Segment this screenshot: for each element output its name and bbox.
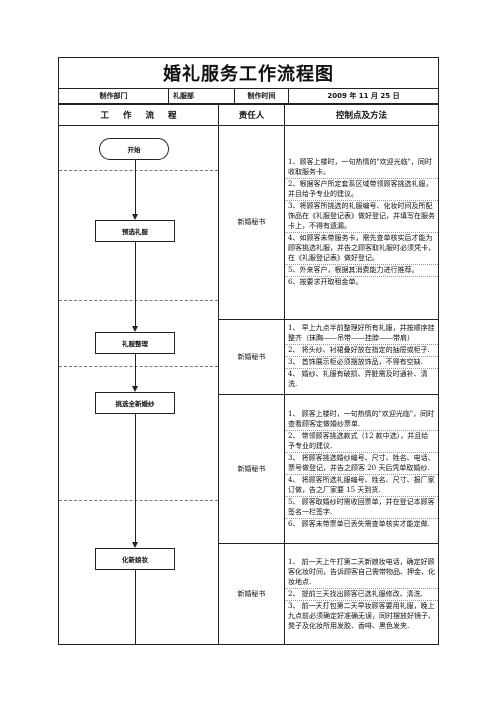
time-value: 2009 年 11 月 25 日 [288, 88, 439, 104]
flow-connector [135, 354, 136, 386]
owner-cell: 新婚秘书 [218, 543, 285, 645]
control-point: 3、 将顾客挑选婚纱编号、尺寸、姓名、电话、票号做登记，并告之顾客 20 天后凭… [285, 453, 438, 475]
control-point: 6、 顾客未带票单已丢失需查单核实才能定做. [288, 519, 430, 528]
workflow-document: 婚礼服务工作流程图 制作部门 礼服部 制作时间 2009 年 11 月 25 日… [58, 57, 439, 645]
owner-cell: 新婚秘书 [218, 393, 285, 545]
flow-connector [135, 242, 136, 326]
control-point: 1、 早上九点半前整理好所有礼服，并按顺序挂整齐（抹胸——吊带——挂脖——带肩） [285, 323, 438, 346]
control-points-makeup: 1、 前一天上午打第二天新娘妆电话，确定好顾客化妆时间，告诉顾客自己需带物品、押… [284, 543, 439, 645]
control-points-organize: 1、 早上九点半前整理好所有礼服，并按顺序挂整齐（抹胸——吊带——挂脖——带肩）… [284, 318, 439, 395]
control-point: 4、 婚纱、礼服有破损、弄脏需及时通补、清洗. [288, 370, 428, 389]
arrow-down-icon [132, 542, 138, 548]
workflow-body: 工作流程 责任人 控制点及方法 开始 预选礼服 礼服整理 挑选全新婚纱 [58, 104, 439, 645]
control-points-new-gown: 1、 顾客上楼时，一句热情的"欢迎光临"，同时查看顾客定做婚纱票单. 2、 带领… [284, 393, 439, 545]
step-organize-dress: 礼服整理 [95, 332, 175, 354]
control-point: 1、顾客上楼时，一句热情的"欢迎光临"，同时收取服务卡。 [285, 157, 438, 179]
arrow-down-icon [132, 326, 138, 332]
control-point: 2、 带领顾客挑选款式（12 款中选），并且给予专业的建议. [285, 431, 438, 453]
control-points-preselect: 1、顾客上楼时，一句热情的"欢迎光临"，同时收取服务卡。 2、根据客户所定套系区… [284, 125, 439, 320]
control-point: 4、如顾客未带服务卡，需先查单核实后才能为顾客挑选礼服，并告之顾客取礼服时必须凭… [285, 233, 438, 265]
flow-connector [135, 160, 136, 214]
control-point: 5、外来客户，根据其消费能力进行推荐。 [285, 265, 438, 277]
time-label: 制作时间 [234, 88, 289, 104]
step-preselect-dress: 预选礼服 [95, 220, 175, 242]
section-divider [59, 300, 218, 301]
control-point: 3、将顾客所挑选的礼服编号、化妆时间及所配饰品在《礼服登记表》做好登记，并填写在… [285, 201, 438, 233]
section-divider [59, 170, 218, 171]
control-point: 5、 顾客取婚纱时需收回票单，并在登记本顾客签名一栏签字. [285, 497, 438, 519]
owner-cell: 新婚秘书 [218, 125, 285, 320]
step-select-new-gown: 挑选全新婚纱 [95, 392, 175, 414]
flowchart-column: 开始 预选礼服 礼服整理 挑选全新婚纱 化新娘妆 [58, 125, 219, 645]
section-divider [59, 366, 218, 367]
control-point: 4、 将顾客所选礼服编号、姓名、尺寸、报厂家订做，告之厂家要 15 天到货. [285, 475, 438, 497]
document-title: 婚礼服务工作流程图 [58, 57, 439, 89]
control-point: 2、根据客户所定套系区域带领顾客挑选礼服，并且给予专业的建议。 [285, 179, 438, 201]
owner-cell: 新婚秘书 [218, 318, 285, 395]
arrow-down-icon [132, 386, 138, 392]
flow-header: 工作流程 [58, 104, 219, 126]
start-node: 开始 [99, 138, 169, 160]
control-point: 3、 前一天打包第二天早妆顾客要用礼服，晚上九点前必须确定好准确无误，同时摆放好… [288, 601, 435, 630]
control-point: 1、 顾客上楼时，一句热情的"欢迎光临"，同时查看顾客定做婚纱票单. [285, 409, 438, 431]
control-point: 2、 提前三天找出顾客已选礼服修改、清洗. [285, 589, 438, 601]
workflow-table: 婚礼服务工作流程图 制作部门 礼服部 制作时间 2009 年 11 月 25 日 [58, 57, 439, 104]
arrow-down-icon [132, 214, 138, 220]
owner-header: 责任人 [218, 104, 285, 126]
control-point: 3、 首饰展示柜必须摆放饰品，不得有空缺. [285, 357, 438, 370]
flow-connector [135, 414, 136, 542]
control-point: 6、按要求开取租金单。 [288, 277, 363, 286]
control-header: 控制点及方法 [284, 104, 439, 126]
flow-connector [135, 570, 136, 644]
control-point: 1、 前一天上午打第二天新娘妆电话，确定好顾客化妆时间，告诉顾客自己需带物品、押… [285, 557, 438, 589]
dept-label: 制作部门 [58, 88, 169, 104]
dept-value: 礼服部 [168, 88, 235, 104]
control-point: 2、 将头纱、衬裙叠好放在指定的抽屉或柜子. [285, 345, 438, 358]
step-bridal-makeup: 化新娘妆 [95, 548, 175, 570]
section-divider [59, 500, 218, 501]
